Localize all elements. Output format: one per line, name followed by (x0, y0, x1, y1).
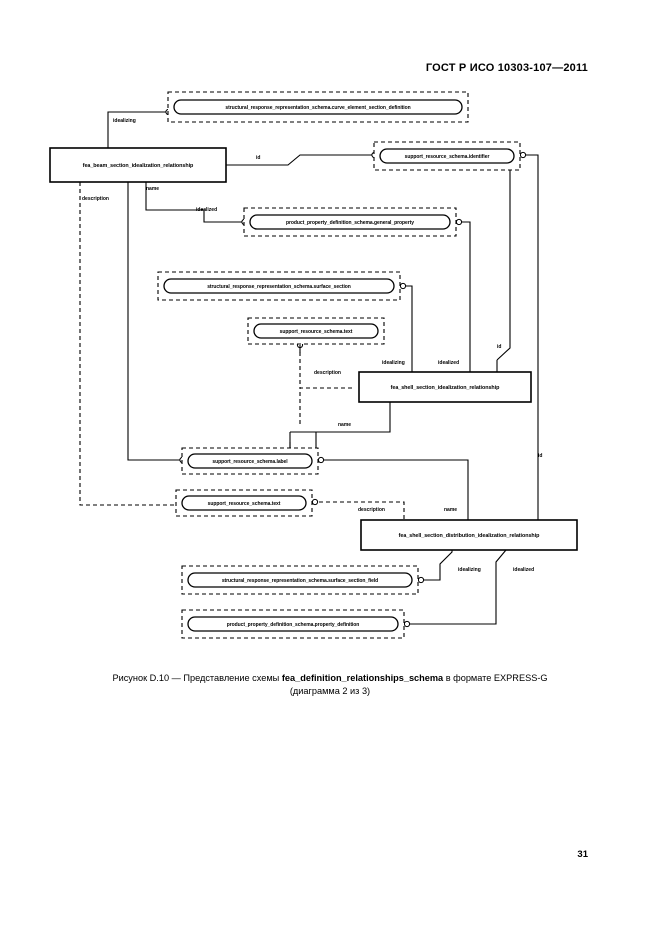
edge-label-id_beam: id (256, 155, 260, 161)
entity-frame (358, 371, 532, 403)
entity-label: fea_shell_section_idealization_relations… (391, 385, 500, 391)
edge-label-description_beam: description (82, 196, 109, 202)
entity-label: structural_response_representation_schem… (222, 578, 378, 584)
entity-surface_section_field[interactable]: structural_response_representation_schem… (181, 565, 419, 595)
entity-fea_shell_section_idealization_relationship[interactable]: fea_shell_section_idealization_relations… (358, 371, 532, 403)
edge-label-idealizing_beam: idealizing (113, 118, 136, 124)
entity-frame (360, 519, 578, 551)
entity-capsule (249, 214, 451, 230)
caption-prefix: Рисунок D.10 — Представление схемы (112, 673, 282, 683)
edge-label-name_beam: name (146, 186, 159, 192)
edge-label-name_shell: name (338, 422, 351, 428)
figure-caption: Рисунок D.10 — Представление схемы fea_d… (60, 672, 600, 698)
entity-label: fea_shell_section_distribution_idealizat… (399, 533, 540, 539)
entity-support_text_2[interactable]: support_resource_schema.text (175, 489, 313, 517)
entity-support_text_1[interactable]: support_resource_schema.text (247, 317, 385, 345)
diagram-entities: structural_response_representation_schem… (49, 91, 578, 639)
entity-property_definition[interactable]: product_property_definition_schema.prope… (181, 609, 405, 639)
entity-surface_section[interactable]: structural_response_representation_schem… (157, 271, 401, 301)
edge-label-idealizing_shell: idealizing (382, 360, 405, 366)
entity-capsule (187, 453, 313, 469)
edge-label-idealized_shell: idealized (438, 360, 459, 366)
entity-label: structural_response_representation_schem… (207, 284, 351, 290)
edge-label-id_shell: id (497, 344, 501, 350)
express-g-diagram: structural_response_representation_schem… (0, 80, 661, 660)
entity-identifier[interactable]: support_resource_schema.identifier (373, 141, 521, 171)
entity-label: support_resource_schema.label (212, 459, 288, 465)
entity-curve_element_section_definition[interactable]: structural_response_representation_schem… (167, 91, 469, 123)
entity-capsule (253, 323, 379, 339)
entity-capsule (181, 495, 307, 511)
caption-suffix: в формате EXPRESS-G (443, 673, 548, 683)
entity-support_label[interactable]: support_resource_schema.label (181, 447, 319, 475)
entity-fea_beam_section_idealization_relationship[interactable]: fea_beam_section_idealization_relationsh… (49, 147, 227, 183)
edge-label-description_shell: description (314, 370, 341, 376)
standard-header: ГОСТ Р ИСО 10303-107—2011 (425, 62, 588, 74)
edge-label-idealizing_dist: idealizing (458, 567, 481, 573)
edge-label-idealized_beam: idealized (196, 207, 217, 213)
entity-label: structural_response_representation_schem… (225, 105, 410, 111)
edge-label-id_right: id (538, 453, 542, 459)
entity-label: product_property_definition_schema.gener… (286, 220, 414, 226)
entity-general_property[interactable]: product_property_definition_schema.gener… (243, 207, 457, 237)
entity-label: support_resource_schema.text (280, 329, 353, 335)
entity-frame (49, 147, 227, 183)
diagram-edges (79, 108, 539, 628)
entity-fea_shell_section_distribution_idealization_relationship[interactable]: fea_shell_section_distribution_idealizat… (360, 519, 578, 551)
entity-label: support_resource_schema.identifier (405, 154, 490, 160)
entity-capsule (187, 616, 399, 632)
edge-label-description_dist: description (358, 507, 385, 513)
entity-label: support_resource_schema.text (208, 501, 281, 507)
entity-capsule (187, 572, 413, 588)
entity-capsule (173, 99, 463, 115)
diagram-canvas: structural_response_representation_schem… (49, 91, 578, 639)
page-number: 31 (577, 849, 588, 860)
caption-line-2: (диаграмма 2 из 3) (289, 686, 371, 696)
entity-capsule (379, 148, 515, 164)
entity-label: fea_beam_section_idealization_relationsh… (83, 163, 194, 169)
entity-capsule (163, 278, 395, 294)
entity-label: product_property_definition_schema.prope… (227, 622, 360, 628)
caption-schema-name: fea_definition_relationships_schema (281, 673, 444, 683)
edge-label-name_dist: name (444, 507, 457, 513)
edge-label-idealized_dist: idealized (513, 567, 534, 573)
diagram-edge-labels: idealizing description name id idealized idea… (82, 118, 542, 573)
